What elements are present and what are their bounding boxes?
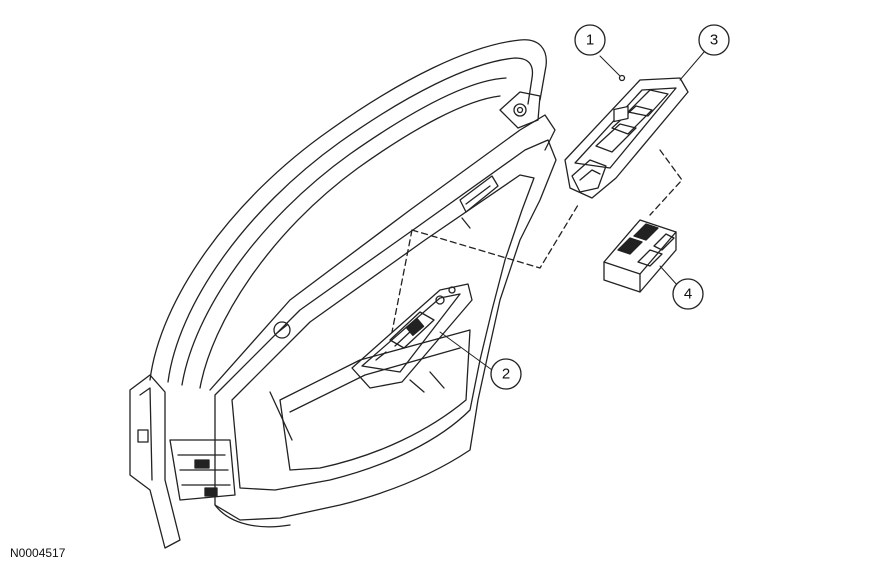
retaining-clip xyxy=(618,74,626,82)
callout-leaders xyxy=(439,51,705,371)
door-map-pocket xyxy=(279,329,471,471)
callout-circle-3 xyxy=(698,24,730,56)
door-trim-rod xyxy=(269,391,293,441)
door-trim-panel-outline xyxy=(214,139,557,521)
door-hinge-edge-inner xyxy=(139,387,153,481)
window-switch-bezel xyxy=(564,77,689,199)
door-armrest-recess xyxy=(351,283,473,389)
door-window-channel xyxy=(199,95,501,389)
door-trim-inner-contour xyxy=(231,174,535,491)
callout-circle-4 xyxy=(672,278,704,310)
exploded-view-guideline-switch xyxy=(649,149,683,216)
callout-number-4: 4 xyxy=(684,286,692,303)
window-control-switch xyxy=(603,105,677,293)
door-bottom-edge xyxy=(214,504,291,528)
switch-wiring-connector xyxy=(375,286,456,393)
callout-circle-1 xyxy=(574,24,606,56)
mirror-mount xyxy=(499,91,541,129)
exploded-view-guideline-left xyxy=(391,229,413,333)
trim-screw-cover xyxy=(273,321,291,339)
callout-circle-2 xyxy=(490,358,522,390)
door-window-frame-outer xyxy=(149,39,547,381)
callout-number-1: 1 xyxy=(586,32,594,49)
door-handle xyxy=(459,175,499,229)
door-hinge-edge xyxy=(129,374,181,549)
door-upper-trim xyxy=(209,114,556,391)
exploded-view-guideline xyxy=(411,204,579,269)
callout-number-3: 3 xyxy=(710,32,718,49)
door-window-frame-inner2 xyxy=(181,77,507,386)
callout-number-2: 2 xyxy=(502,366,510,383)
door-edge-slot xyxy=(137,429,149,443)
door-window-frame-inner xyxy=(167,57,534,383)
door-latch-assembly xyxy=(169,439,236,501)
door-panel xyxy=(129,39,557,549)
door-map-pocket-lip xyxy=(289,347,461,413)
figure-id: N0004517 xyxy=(10,546,66,560)
callout-circles xyxy=(490,24,730,390)
